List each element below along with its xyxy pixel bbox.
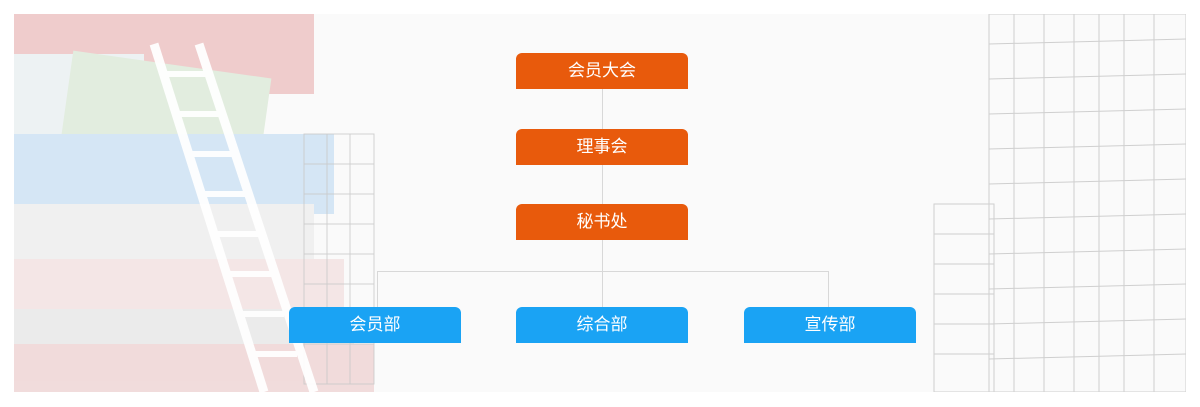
right-building-sketch (934, 14, 1186, 392)
node-membership-dept: 会员部 (289, 307, 461, 343)
connector-horizontal (377, 271, 829, 272)
connector-left-drop (377, 271, 378, 307)
node-publicity-dept: 宣传部 (744, 307, 916, 343)
node-council: 理事会 (516, 129, 688, 165)
node-general-assembly: 会员大会 (516, 53, 688, 89)
org-chart-banner: 会员大会 理事会 秘书处 会员部 综合部 宣传部 (14, 14, 1186, 392)
node-secretariat: 秘书处 (516, 204, 688, 240)
connector-vertical-main (602, 88, 603, 307)
node-general-affairs-dept: 综合部 (516, 307, 688, 343)
connector-right-drop (828, 271, 829, 307)
